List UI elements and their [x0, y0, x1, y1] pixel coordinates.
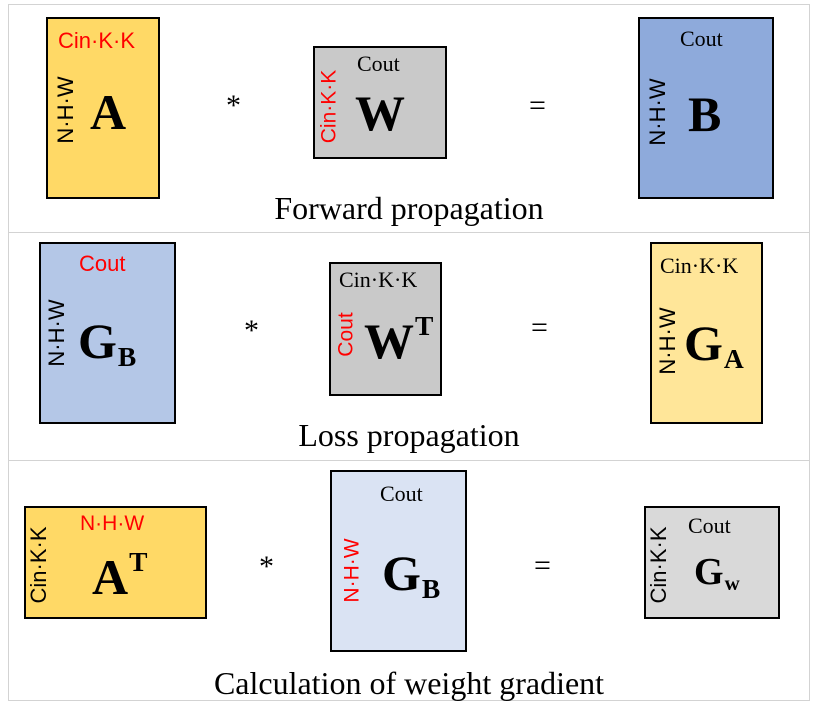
matrix-a-side-label: N·H·W	[53, 76, 78, 144]
forward-propagation-title: Forward propagation	[274, 190, 544, 226]
matrix-wt-side-label: Cout	[334, 312, 358, 357]
matrix-ga-letter-main: G	[684, 315, 723, 371]
matrix-gb-subscript: B	[421, 573, 441, 605]
matrix-b-side-label: N·H·W	[645, 78, 670, 146]
matrix-gw-top-label: Cout	[688, 513, 731, 538]
forward-propagation-panel: Cin·K·K N·H·W A * Cout Cin·K·K W = Cout …	[8, 4, 810, 233]
matrix-w-box: Cout Cin·K·K W	[313, 46, 447, 159]
matrix-gb-box: Cout N·H·W GB	[39, 242, 176, 424]
loss-propagation-title: Loss propagation	[298, 417, 520, 453]
loss-propagation-panel: Cout N·H·W GB * Cin·K·K Cout WT = Cin·K·…	[8, 232, 810, 461]
matrix-ga-top-label: Cin·K·K	[660, 253, 739, 278]
multiply-operator: *	[244, 314, 259, 347]
matrix-gb-side-label: N·H·W	[44, 299, 69, 367]
matrix-b-top-label: Cout	[680, 26, 723, 51]
matrix-wt-letter: WT	[364, 311, 433, 369]
matrix-at-box: N·H·W Cin·K·K AT	[24, 506, 207, 619]
matrix-a-top-label: Cin·K·K	[58, 28, 136, 53]
weight-gradient-title: Calculation of weight gradient	[213, 665, 605, 701]
matrix-ga-box: Cin·K·K N·H·W GA	[650, 242, 763, 424]
equals-operator: =	[531, 311, 548, 344]
matrix-wt-superscript: T	[415, 309, 434, 341]
matrix-gb-top-label: Cout	[79, 251, 126, 276]
equals-operator: =	[534, 549, 551, 582]
matrix-at-side-label: Cin·K·K	[26, 526, 51, 604]
matrix-gw-box: Cout Cin·K·K Gw	[644, 506, 780, 619]
matrix-gb-letter: GB	[382, 545, 440, 603]
equals-operator: =	[529, 89, 546, 122]
matrix-ga-side-label: N·H·W	[655, 307, 680, 375]
matrix-b-letter: B	[688, 86, 722, 142]
matrix-at-top-label: N·H·W	[80, 512, 145, 535]
matrix-gb-letter: GB	[78, 313, 136, 371]
weight-gradient-panel: N·H·W Cin·K·K AT * Cout N·H·W GB = Cout …	[8, 460, 810, 701]
matrix-gb-top-label: Cout	[380, 481, 423, 506]
matrix-w-letter: W	[355, 85, 405, 141]
matrix-gb-letter-main: G	[382, 545, 421, 601]
matrix-a-box: Cin·K·K N·H·W A	[46, 17, 160, 199]
matrix-gb-subscript: B	[117, 341, 137, 373]
matrix-wt-letter-main: W	[364, 313, 414, 369]
matrix-wt-box: Cin·K·K Cout WT	[329, 262, 442, 396]
matrix-ga-subscript: A	[723, 343, 744, 375]
matrix-w-top-label: Cout	[357, 51, 400, 76]
multiply-operator: *	[259, 550, 274, 583]
matrix-gb-box: Cout N·H·W GB	[330, 470, 467, 652]
matrix-b-box: Cout N·H·W B	[638, 17, 774, 199]
matrix-gw-letter-main: G	[694, 551, 724, 593]
matrix-at-letter: AT	[92, 547, 147, 605]
matrix-gb-side-label: N·H·W	[340, 538, 364, 603]
multiply-operator: *	[226, 89, 241, 122]
matrix-w-side-label: Cin·K·K	[317, 69, 341, 144]
matrix-at-letter-main: A	[92, 549, 129, 605]
matrix-gw-subscript: w	[724, 571, 740, 596]
matrix-wt-top-label: Cin·K·K	[339, 267, 418, 292]
matrix-gw-letter: Gw	[694, 551, 740, 594]
matrix-gw-side-label: Cin·K·K	[646, 526, 671, 604]
matrix-at-superscript: T	[129, 545, 148, 577]
matrix-ga-letter: GA	[684, 315, 744, 373]
matrix-gb-letter-main: G	[78, 313, 117, 369]
matrix-a-letter: A	[90, 84, 127, 140]
